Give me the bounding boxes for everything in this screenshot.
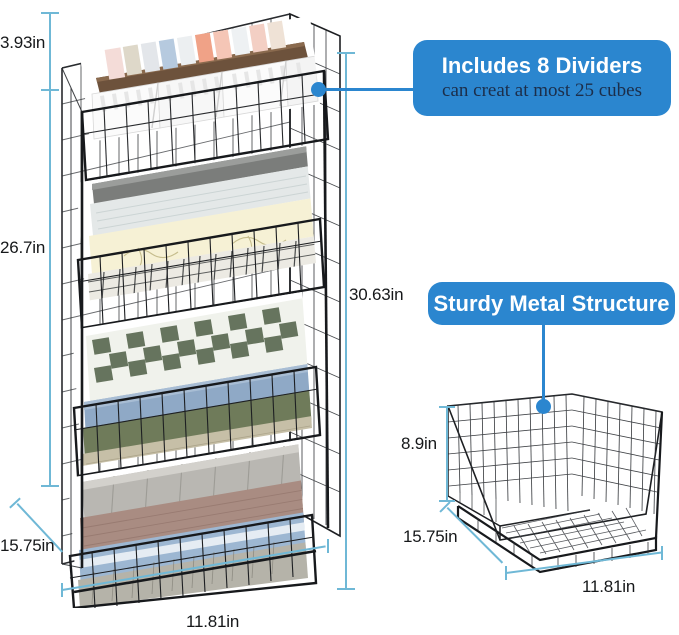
- callout-structure: Sturdy Metal Structure: [428, 282, 675, 325]
- dimension-label-basket-width: 11.81in: [582, 577, 636, 596]
- dimension-tick-total-height-top: [337, 52, 355, 54]
- dimension-label-top-drawer-height: 3.93in: [0, 33, 46, 52]
- dimension-tick-tower-width-right: [327, 539, 329, 553]
- callout-dividers: Includes 8 Dividers can creat at most 25…: [413, 40, 671, 116]
- callout-dot-dividers: [311, 82, 326, 97]
- dimension-line-top-drawer-height: [49, 12, 51, 90]
- single-basket-render: [440, 378, 670, 578]
- dimension-label-lower-stack-height: 26.7in: [0, 238, 46, 257]
- dimension-label-basket-height: 8.9in: [401, 434, 437, 453]
- callout-structure-title: Sturdy Metal Structure: [433, 290, 670, 316]
- dimension-line-total-height: [345, 52, 347, 590]
- dimension-tick-lower-stack-bottom: [41, 485, 59, 487]
- dimension-tick-basket-width-left: [505, 566, 507, 580]
- callout-dividers-subtitle: can creat at most 25 cubes: [442, 80, 642, 102]
- dimension-tick-total-height-bottom: [337, 588, 355, 590]
- dimension-label-tower-depth: 15.75in: [0, 536, 55, 555]
- dimension-tick-basket-height-top: [439, 406, 455, 408]
- tower-render: [52, 8, 347, 608]
- dimension-tick-tower-width-left: [61, 583, 63, 597]
- dimension-label-total-height: 30.63in: [349, 285, 404, 304]
- callout-leader-line-structure: [542, 322, 545, 406]
- dimension-line-lower-stack-height: [49, 89, 51, 486]
- callout-leader-line-dividers: [318, 88, 418, 91]
- callout-dividers-title: Includes 8 Dividers: [441, 52, 643, 78]
- dimension-label-tower-width: 11.81in: [186, 612, 240, 631]
- dimension-label-basket-depth: 15.75in: [403, 527, 458, 546]
- dimension-tick-top-drawer-upper: [41, 12, 59, 14]
- dimension-tick-basket-width-right: [661, 546, 663, 560]
- dimension-line-basket-height: [446, 406, 448, 502]
- dimension-tick-basket-height-bottom: [439, 500, 455, 502]
- callout-dot-structure: [536, 399, 551, 414]
